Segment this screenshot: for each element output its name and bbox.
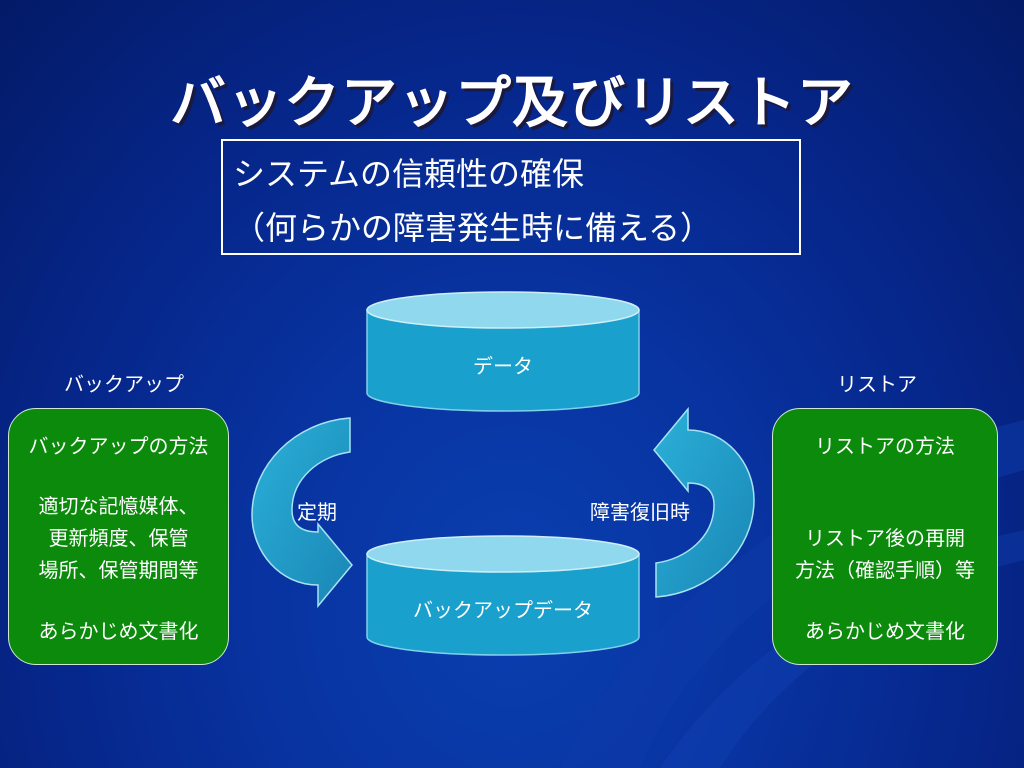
recovery-arrow xyxy=(653,406,755,598)
backup-method-line: 更新頻度、保管 xyxy=(48,526,189,550)
backup-method-line: 適切な記憶媒体、 xyxy=(38,494,199,518)
backup-method-footer: あらかじめ文書化 xyxy=(38,619,199,643)
purpose-line-2: （何らかの障害発生時に備える） xyxy=(233,209,713,247)
restore-method-box: リストアの方法 リストア後の再開 方法（確認手順）等 あらかじめ文書化 xyxy=(772,408,998,665)
backup-data-cylinder-label: バックアップデータ xyxy=(413,598,593,622)
periodic-arrow xyxy=(251,417,353,609)
backup-method-box: バックアップの方法 適切な記憶媒体、 更新頻度、保管 場所、保管期間等 あらかじ… xyxy=(8,408,229,665)
backup-method-heading: バックアップの方法 xyxy=(28,434,209,458)
backup-label: バックアップ xyxy=(64,372,184,396)
restore-method-footer: あらかじめ文書化 xyxy=(805,619,965,643)
purpose-line-1: システムの信頼性の確保 xyxy=(233,155,585,193)
data-cylinder-label: データ xyxy=(473,354,533,378)
slide-title: バックアップ及びリストア xyxy=(170,71,854,136)
restore-method-line: リストア後の再開 xyxy=(805,526,965,550)
restore-method-line: 方法（確認手順）等 xyxy=(795,558,975,582)
data-cylinder xyxy=(366,291,640,412)
restore-label: リストア xyxy=(837,372,917,396)
on-failure-label: 障害復旧時 xyxy=(590,500,690,524)
purpose-box: システムの信頼性の確保 （何らかの障害発生時に備える） xyxy=(221,139,801,255)
backup-method-line: 場所、保管期間等 xyxy=(38,558,199,582)
restore-method-heading: リストアの方法 xyxy=(815,434,955,458)
backup-data-cylinder xyxy=(366,535,640,656)
periodic-label: 定期 xyxy=(297,500,337,524)
